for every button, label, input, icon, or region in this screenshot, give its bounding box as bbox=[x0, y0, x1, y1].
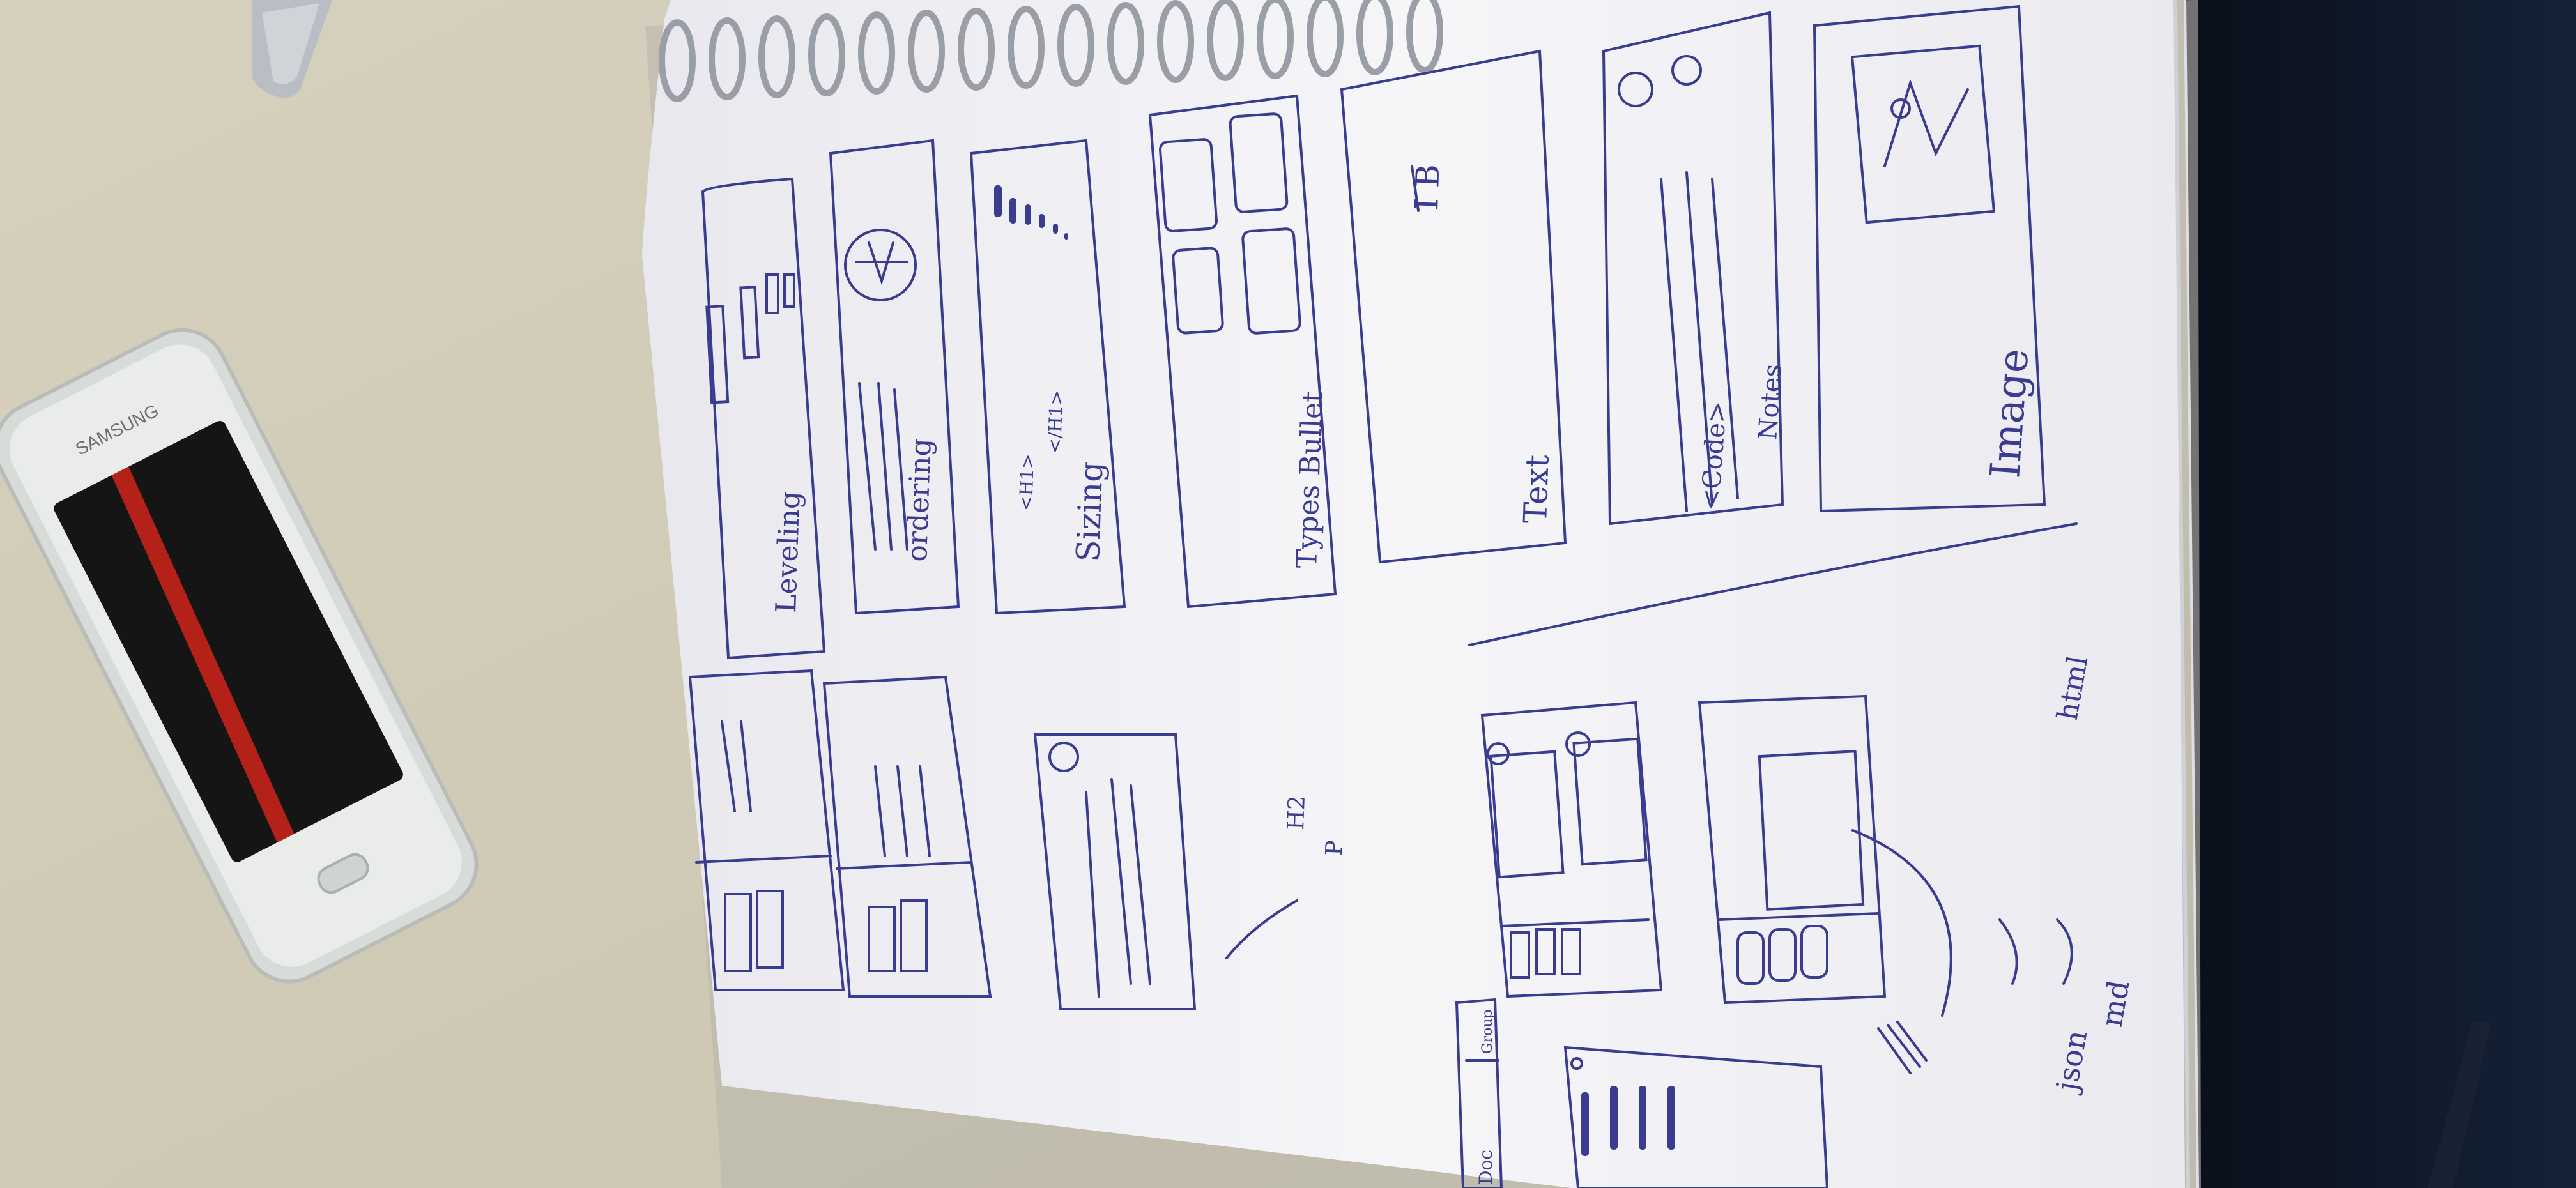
format-md: md bbox=[2094, 978, 2136, 1030]
code-card-notes-label: Notes bbox=[1753, 363, 1788, 441]
layout-preview-b bbox=[1698, 694, 1887, 1005]
card-sizing bbox=[969, 139, 1126, 615]
card-label-text: Text bbox=[1517, 454, 1556, 524]
fabric-zipper bbox=[2428, 1022, 2492, 1188]
card-types-bullet bbox=[1148, 94, 1337, 609]
pen-icon bbox=[252, 0, 332, 98]
spiral-ring bbox=[1307, 0, 1344, 77]
spiral-ring bbox=[1207, 0, 1244, 81]
card-label-sizing: Sizing bbox=[1070, 461, 1110, 563]
annotation-p: P bbox=[1321, 840, 1348, 857]
ink-sketches bbox=[688, 4, 2078, 1188]
spiral-ring bbox=[1257, 0, 1294, 79]
card-text bbox=[1340, 49, 1567, 564]
card-code-notes bbox=[1602, 11, 1784, 526]
card-label-leveling: Leveling bbox=[770, 491, 807, 613]
spiral-ring bbox=[1356, 0, 1393, 75]
scribble-mark bbox=[1877, 1021, 1928, 1074]
sizing-h1-open: <H1> bbox=[1015, 453, 1038, 511]
text-card-format-icons: I B bbox=[1408, 164, 1446, 211]
spiral-ring bbox=[908, 10, 945, 93]
spiral-ring bbox=[1057, 4, 1094, 87]
spiral-ring bbox=[1008, 6, 1045, 89]
tab-doc: Doc bbox=[1475, 1150, 1496, 1185]
mini-layout-1 bbox=[688, 669, 845, 991]
notebook-page bbox=[642, 0, 2185, 1188]
spiral-ring bbox=[659, 19, 696, 102]
smartphone-icon: SAMSUNG bbox=[0, 328, 479, 984]
spiral-ring bbox=[1406, 0, 1443, 73]
notebook bbox=[642, 0, 2201, 1188]
mini-layout-3 bbox=[1033, 733, 1197, 1010]
spiral-ring bbox=[858, 11, 895, 95]
annotation-h2: H2 bbox=[1283, 795, 1310, 831]
spiral-ring bbox=[1157, 0, 1194, 83]
spiral-ring bbox=[808, 13, 845, 96]
card-label-ordering: ordering bbox=[901, 438, 938, 562]
spiral-binding bbox=[659, 0, 1443, 102]
card-label-image: Image bbox=[1982, 347, 2038, 480]
mini-layout-2 bbox=[822, 675, 992, 998]
spiral-ring bbox=[1107, 2, 1144, 85]
spiral-ring bbox=[709, 17, 746, 100]
spiral-ring bbox=[758, 15, 795, 98]
sizing-h1-close: </H1> bbox=[1044, 390, 1067, 454]
dark-fabric bbox=[2185, 0, 2576, 1188]
card-ordering bbox=[829, 139, 960, 615]
bottom-list-card bbox=[1563, 1046, 1829, 1188]
section-divider bbox=[1468, 522, 2078, 646]
card-leveling bbox=[701, 177, 826, 660]
tab-group: Group bbox=[1480, 1009, 1496, 1054]
spiral-ring bbox=[958, 8, 995, 91]
doc-group-tabs bbox=[1455, 998, 1503, 1188]
layout-preview-a bbox=[1480, 701, 1663, 998]
card-label-types-bullet: Types Bullet bbox=[1291, 390, 1330, 568]
card-image bbox=[1813, 4, 2046, 513]
